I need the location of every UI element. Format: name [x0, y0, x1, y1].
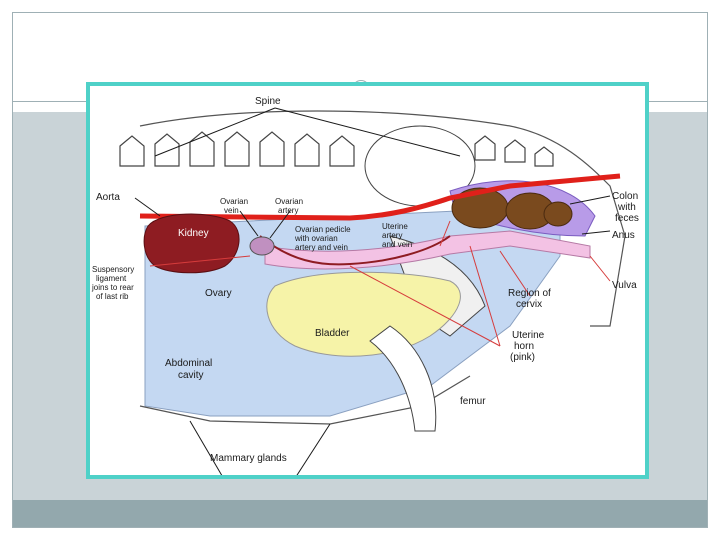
vertebra: [224, 131, 250, 167]
label-uterine-horn-1: Uterine: [512, 330, 545, 341]
label-mammary-glands: Mammary glands: [210, 453, 287, 464]
label-suspensory-4: of last rib: [96, 292, 129, 301]
label-uterine-artery-3: and vein: [382, 240, 412, 249]
vertebra: [294, 133, 320, 167]
label-suspensory-2: ligament: [96, 274, 127, 283]
label-ovarian-pedicle-1: Ovarian pedicle: [295, 225, 351, 234]
label-cervix-1: Region of: [508, 288, 551, 299]
label-colon-2: with: [617, 202, 636, 213]
body-outline: [139, 110, 626, 327]
colon-with-feces: [451, 187, 573, 230]
label-kidney: Kidney: [178, 228, 209, 239]
vertebra: [329, 135, 355, 167]
kidney: [143, 213, 240, 274]
label-pointers: [134, 107, 611, 475]
ovary: [249, 236, 275, 256]
label-uterine-artery-2: artery: [382, 231, 402, 240]
label-ovarian-vein-1: Ovarian: [220, 197, 248, 206]
spine-vertebrae: [119, 131, 554, 167]
label-colon-1: Colon: [612, 191, 638, 202]
label-ovary: Ovary: [205, 288, 232, 299]
vertebra: [534, 146, 554, 167]
label-uterine-horn-2: horn: [514, 341, 534, 352]
ovarian-pedicle-vessels: [259, 235, 451, 266]
hind-leg: [369, 325, 437, 432]
label-femur: femur: [460, 396, 486, 407]
label-spine: Spine: [255, 96, 281, 107]
label-ovarian-pedicle-3: artery and vein: [295, 243, 348, 252]
anatomy-figure-frame: Spine Aorta Kidney Ovarian vein Ovarian …: [86, 82, 649, 479]
reproductive-anatomy-diagram: Spine Aorta Kidney Ovarian vein Ovarian …: [91, 96, 639, 475]
label-vulva: Vulva: [612, 280, 637, 291]
vertebra: [119, 135, 145, 167]
label-suspensory-3: joins to rear: [91, 283, 134, 292]
label-ovarian-vein-2: vein: [224, 206, 239, 215]
label-suspensory-1: Suspensory: [92, 265, 134, 274]
feces-mass: [543, 201, 573, 227]
label-abdominal-cavity-1: Abdominal: [165, 358, 212, 369]
label-colon-3: feces: [615, 213, 639, 224]
bladder: [266, 271, 461, 357]
label-ovarian-artery-1: Ovarian: [275, 197, 303, 206]
label-abdominal-cavity-2: cavity: [178, 370, 204, 381]
red-pointer-lines: [149, 220, 611, 347]
vertebra: [154, 133, 180, 167]
label-aorta: Aorta: [96, 192, 120, 203]
label-uterine-horn-3: (pink): [510, 352, 535, 363]
label-cervix-2: cervix: [516, 299, 542, 310]
label-ovarian-artery-2: artery: [278, 206, 298, 215]
label-ovarian-pedicle-2: with ovarian: [294, 234, 338, 243]
label-uterine-artery-1: Uterine: [382, 222, 408, 231]
uterine-horn: [264, 230, 591, 270]
aorta: [139, 173, 621, 221]
vertebra: [504, 139, 526, 163]
label-bladder: Bladder: [315, 328, 350, 339]
vertebra: [474, 135, 496, 161]
slide-footer-band: [13, 500, 707, 527]
vertebra: [189, 131, 215, 167]
label-anus: Anus: [612, 230, 635, 241]
vertebra: [259, 131, 285, 167]
